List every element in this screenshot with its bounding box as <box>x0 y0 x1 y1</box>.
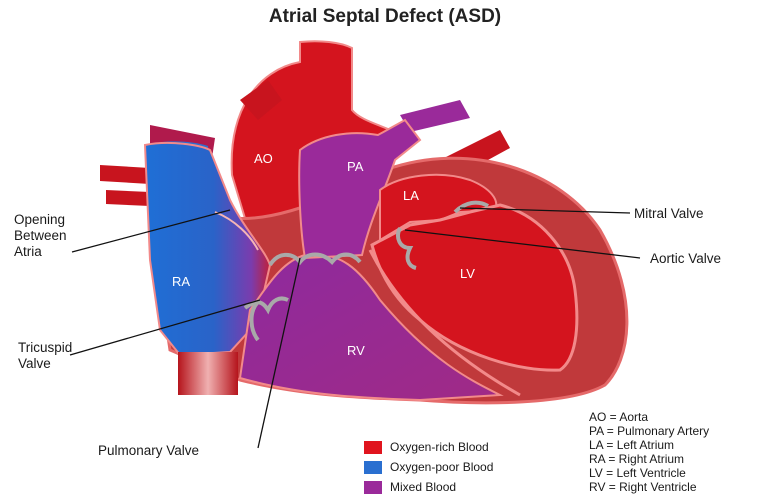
inferior-vena-cava <box>178 352 238 395</box>
label-rv: RV <box>347 343 365 358</box>
abbr-ra: RA = Right Atrium <box>589 452 709 466</box>
opening-line-3: Atria <box>14 244 67 260</box>
tricuspid-line-1: Tricuspid <box>18 340 72 356</box>
legend-oxygen-poor-label: Oxygen-poor Blood <box>390 460 493 474</box>
abbr-ao: AO = Aorta <box>589 410 709 424</box>
label-ra: RA <box>172 274 190 289</box>
page-title: Atrial Septal Defect (ASD) <box>0 6 770 28</box>
mixed-swatch <box>364 481 382 494</box>
label-pulmonary-valve: Pulmonary Valve <box>98 443 199 459</box>
label-pa: PA <box>347 159 363 174</box>
tricuspid-line-2: Valve <box>18 356 72 372</box>
legend-oxygen-rich-label: Oxygen-rich Blood <box>390 440 489 454</box>
abbr-la: LA = Left Atrium <box>589 438 709 452</box>
abbreviation-key: AO = Aorta PA = Pulmonary Artery LA = Le… <box>589 410 709 494</box>
color-legend: Oxygen-rich Blood Oxygen-poor Blood Mixe… <box>364 438 493 498</box>
label-tricuspid-valve: Tricuspid Valve <box>18 340 72 372</box>
opening-line-2: Between <box>14 228 67 244</box>
label-mitral-valve: Mitral Valve <box>634 206 704 222</box>
label-lv: LV <box>460 266 475 281</box>
legend-oxygen-rich: Oxygen-rich Blood <box>364 438 493 456</box>
oxygen-rich-swatch <box>364 441 382 454</box>
legend-oxygen-poor: Oxygen-poor Blood <box>364 458 493 476</box>
abbr-lv: LV = Left Ventricle <box>589 466 709 480</box>
abbr-rv: RV = Right Ventricle <box>589 480 709 494</box>
opening-line-1: Opening <box>14 212 67 228</box>
label-ao: AO <box>254 151 273 166</box>
oxygen-poor-swatch <box>364 461 382 474</box>
legend-mixed: Mixed Blood <box>364 478 493 496</box>
left-pulmonary-vein-lower <box>106 190 150 206</box>
label-la: LA <box>403 188 419 203</box>
abbr-pa: PA = Pulmonary Artery <box>589 424 709 438</box>
left-pulmonary-vein-upper <box>100 165 150 184</box>
legend-mixed-label: Mixed Blood <box>390 480 456 494</box>
label-aortic-valve: Aortic Valve <box>650 251 721 267</box>
label-opening-between-atria: Opening Between Atria <box>14 212 67 260</box>
